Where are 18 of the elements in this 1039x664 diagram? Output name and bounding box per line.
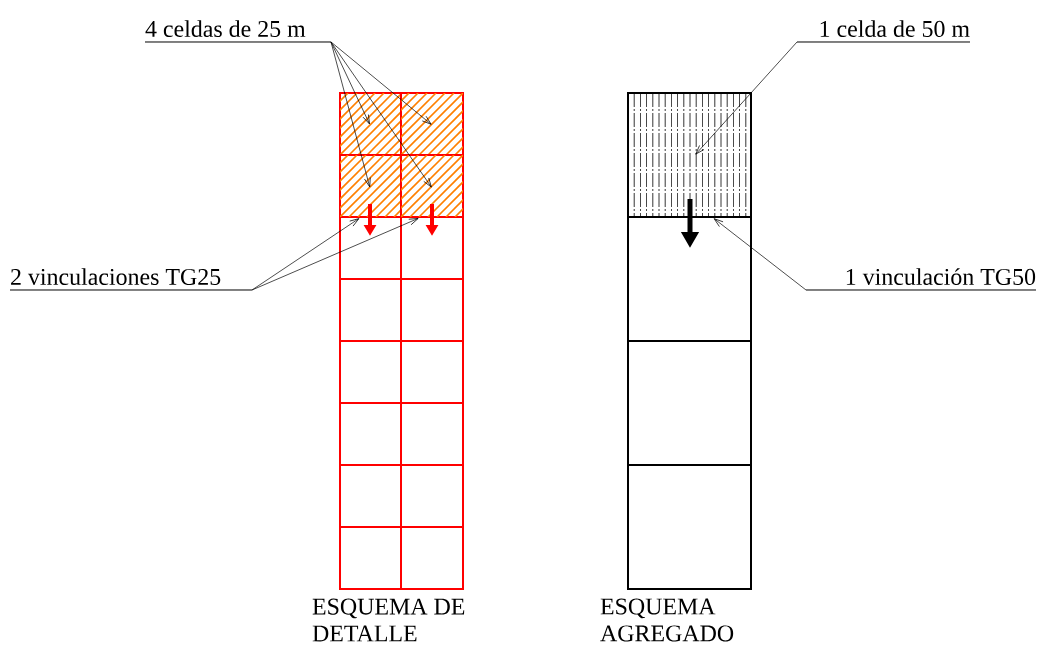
leader-line: [713, 218, 807, 291]
caption-label: ESQUEMA AGREGADO: [600, 598, 734, 642]
leader-line: [330, 41, 432, 188]
hatched-cell: [400, 154, 464, 218]
callout-label: 4 celdas de 25 m: [144, 20, 332, 43]
callout-label: 2 vinculaciones TG25: [9, 268, 253, 291]
leader-line: [330, 41, 432, 125]
callout-label: 1 vinculación TG50: [805, 268, 1037, 291]
hatched-cell: [400, 92, 464, 156]
leader-line: [251, 218, 360, 291]
caption-label: ESQUEMA DE DETALLE: [312, 598, 465, 642]
hatched-cell: [339, 154, 402, 218]
hatched-cell: [339, 92, 402, 156]
leader-line: [251, 218, 419, 291]
callout-label: 1 celda de 50 m: [796, 20, 971, 43]
hatched-cell: [627, 92, 752, 218]
leader-line: [695, 41, 798, 155]
leader-line: [330, 41, 371, 188]
